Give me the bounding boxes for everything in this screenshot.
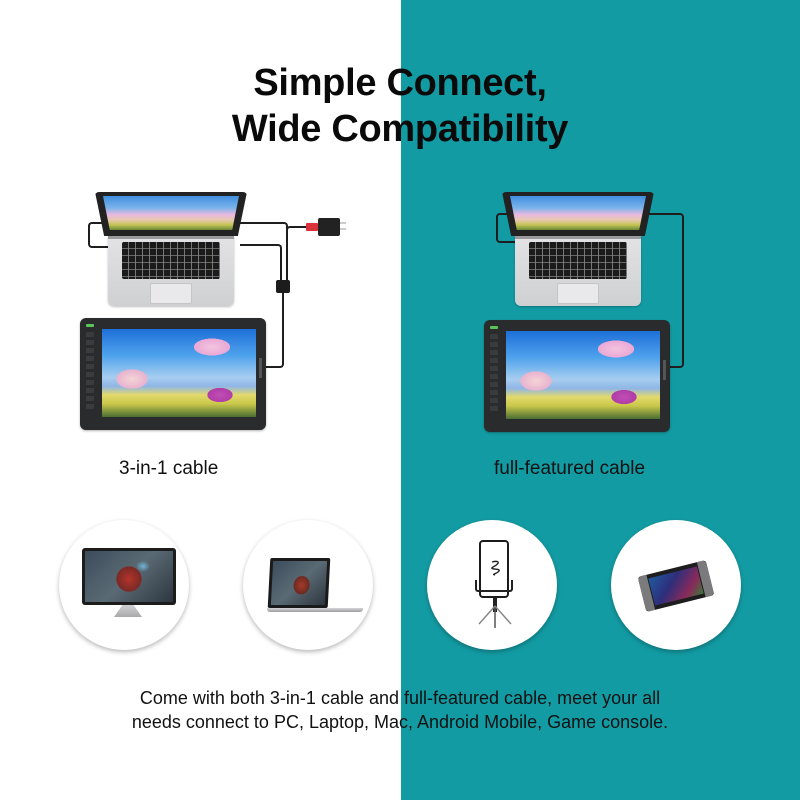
page-title: Simple Connect, Wide Compatibility bbox=[0, 60, 800, 152]
device-circle-laptop bbox=[243, 520, 373, 650]
cable-to-tablet bbox=[262, 292, 284, 368]
pen-display-image-right bbox=[484, 320, 670, 432]
power-adapter-icon bbox=[318, 218, 346, 236]
cable-usb bbox=[240, 244, 282, 282]
power-plug-red bbox=[306, 223, 318, 231]
caption-3-in-1-cable: 3-in-1 cable bbox=[119, 458, 219, 479]
cable-power bbox=[286, 226, 308, 282]
footer-line-1: Come with both 3-in-1 cable and full-fea… bbox=[139, 688, 661, 708]
device-circle-game-console bbox=[611, 520, 741, 650]
caption-full-featured-cable: full-featured cable bbox=[494, 458, 646, 479]
device-circle-pc bbox=[59, 520, 189, 650]
title-line-1: Simple Connect, bbox=[253, 62, 547, 104]
footer-line-2: needs connect to PC, Laptop, Mac, Androi… bbox=[131, 712, 669, 732]
footer-description: Come with both 3-in-1 cable and full-fea… bbox=[0, 686, 800, 734]
cable-splitter-icon bbox=[276, 280, 290, 293]
pen-display-image-left bbox=[80, 318, 266, 430]
title-line-2: Wide Compatibility bbox=[231, 108, 569, 150]
cable-left-loop bbox=[88, 222, 110, 248]
device-circle-android bbox=[427, 520, 557, 650]
